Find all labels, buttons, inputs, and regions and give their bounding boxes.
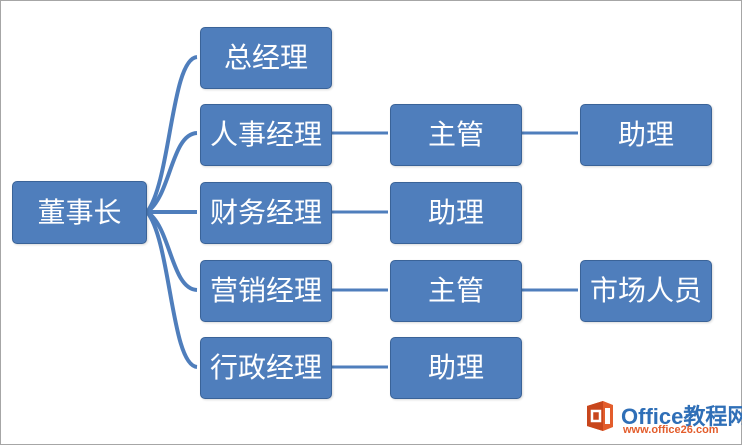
watermark-title: Office教程网 <box>621 404 742 429</box>
watermark: Office教程网 www.office26.com <box>579 393 742 441</box>
node-marketing-staff[interactable]: 市场人员 <box>580 260 712 322</box>
connector-root-hr <box>145 131 198 214</box>
node-hr-assistant[interactable]: 助理 <box>580 104 712 166</box>
node-marketing-manager[interactable]: 营销经理 <box>200 260 332 322</box>
connector-root-gm <box>145 55 198 214</box>
node-admin-assistant[interactable]: 助理 <box>390 337 522 399</box>
node-marketing-supervisor[interactable]: 主管 <box>390 260 522 322</box>
node-chairman[interactable]: 董事长 <box>12 181 147 244</box>
watermark-url: www.office26.com <box>623 424 719 436</box>
node-hr-manager[interactable]: 人事经理 <box>200 104 332 166</box>
node-finance-assistant[interactable]: 助理 <box>390 182 522 244</box>
connector-root-admin <box>145 210 198 369</box>
node-general-manager[interactable]: 总经理 <box>200 27 332 89</box>
node-admin-manager[interactable]: 行政经理 <box>200 337 332 399</box>
office-logo-icon <box>587 401 613 431</box>
node-hr-supervisor[interactable]: 主管 <box>390 104 522 166</box>
node-finance-manager[interactable]: 财务经理 <box>200 182 332 244</box>
connector-root-marketing <box>145 210 198 292</box>
